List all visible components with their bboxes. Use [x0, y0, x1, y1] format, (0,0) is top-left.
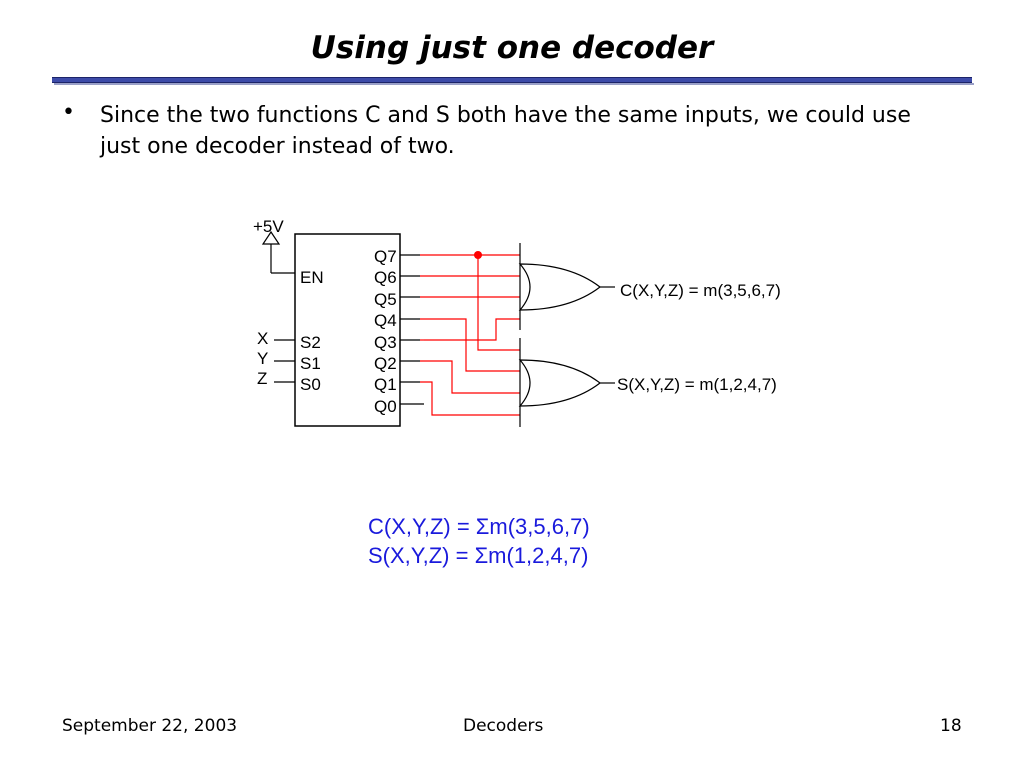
decoder-box	[294, 233, 401, 427]
wire-q3-to-c	[424, 318, 520, 341]
vcc-arrow-icon	[261, 230, 281, 245]
wire-q2-to-s	[440, 360, 520, 394]
gate-s-label: S(X,Y,Z) = m(1,2,4,7)	[617, 375, 777, 394]
title-divider-shadow	[54, 83, 974, 85]
bullet-marker: •	[62, 100, 75, 125]
wire-q7-to-s	[477, 255, 520, 351]
input-signal-z: Z	[257, 369, 267, 388]
footer-page-number: 18	[940, 716, 962, 736]
output-pin-q5: Q5	[374, 290, 397, 309]
gate-c-label: C(X,Y,Z) = m(3,5,6,7)	[620, 281, 781, 300]
wire-q4-to-s	[420, 318, 520, 372]
select-pin-s2: S2	[300, 333, 321, 352]
output-pin-q6: Q6	[374, 268, 397, 287]
or-gate-c	[518, 263, 601, 311]
title-divider	[52, 77, 972, 83]
footer-topic: Decoders	[463, 716, 544, 736]
vcc-label: +5V	[253, 217, 284, 236]
footer-date: September 22, 2003	[62, 716, 238, 736]
output-pin-q0: Q0	[374, 397, 397, 416]
output-pin-q4: Q4	[374, 311, 397, 330]
select-pin-s1: S1	[300, 354, 321, 373]
or-gate-s	[518, 359, 601, 407]
junction-dot	[474, 251, 482, 259]
slide-title: Using just one decoder	[310, 30, 714, 66]
equation-s: S(X,Y,Z) = Σm(1,2,4,7)	[368, 543, 589, 568]
output-pin-q3: Q3	[374, 333, 397, 352]
equation-c: C(X,Y,Z) = Σm(3,5,6,7)	[368, 514, 590, 539]
output-pin-q1: Q1	[374, 375, 397, 394]
bullet-text: Since the two functions C and S both hav…	[100, 103, 911, 159]
input-signal-y: Y	[257, 349, 268, 368]
output-pin-q7: Q7	[374, 247, 397, 266]
output-pin-q2: Q2	[374, 354, 397, 373]
input-signal-x: X	[257, 329, 268, 348]
wire-q1-to-s	[420, 381, 520, 416]
enable-pin-label: EN	[300, 268, 324, 287]
select-pin-s0: S0	[300, 375, 321, 394]
